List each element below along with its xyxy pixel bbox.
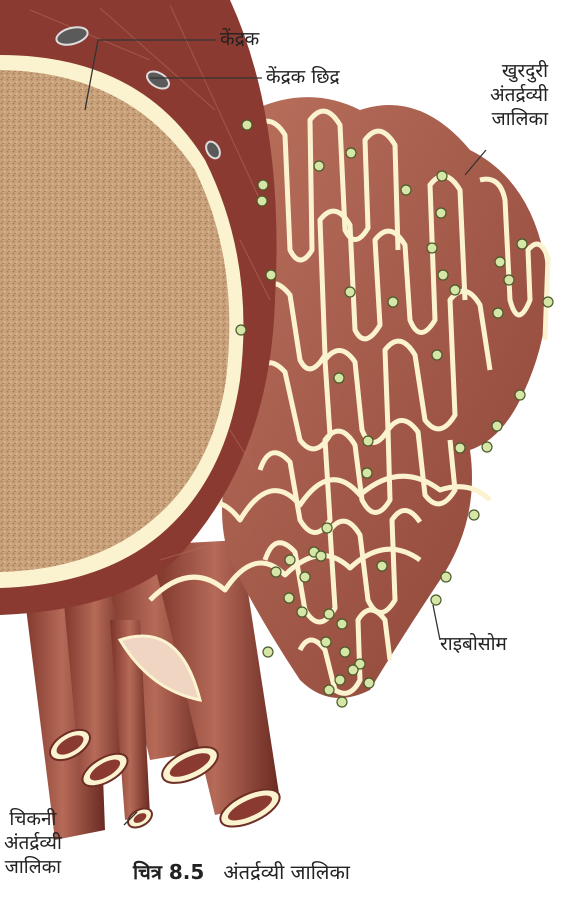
label-rough-er: खुरदुरी अंतर्द्रव्यी जालिका xyxy=(456,60,548,131)
label-ribosome: राइबोसोम xyxy=(440,633,507,657)
label-nuclear-pore: केंद्रक छिद्र xyxy=(266,66,340,90)
label-rough-er-line3: जालिका xyxy=(456,108,548,132)
label-smooth-er-line2: अंतर्द्रव्यी xyxy=(4,832,62,856)
label-smooth-er: चिकनी अंतर्द्रव्यी जालिका xyxy=(4,808,62,879)
figure-title: अंतर्द्रव्यी जालिका xyxy=(223,860,350,884)
label-smooth-er-line3: जालिका xyxy=(4,856,62,880)
figure-caption: चित्र 8.5 अंतर्द्रव्यी जालिका xyxy=(133,858,350,885)
label-rough-er-line2: अंतर्द्रव्यी xyxy=(456,84,548,108)
label-rough-er-line1: खुरदुरी xyxy=(456,60,548,84)
label-nucleus: केंद्रक xyxy=(220,28,259,52)
figure-number: चित्र 8.5 xyxy=(133,860,204,884)
label-smooth-er-line1: चिकनी xyxy=(4,808,62,832)
